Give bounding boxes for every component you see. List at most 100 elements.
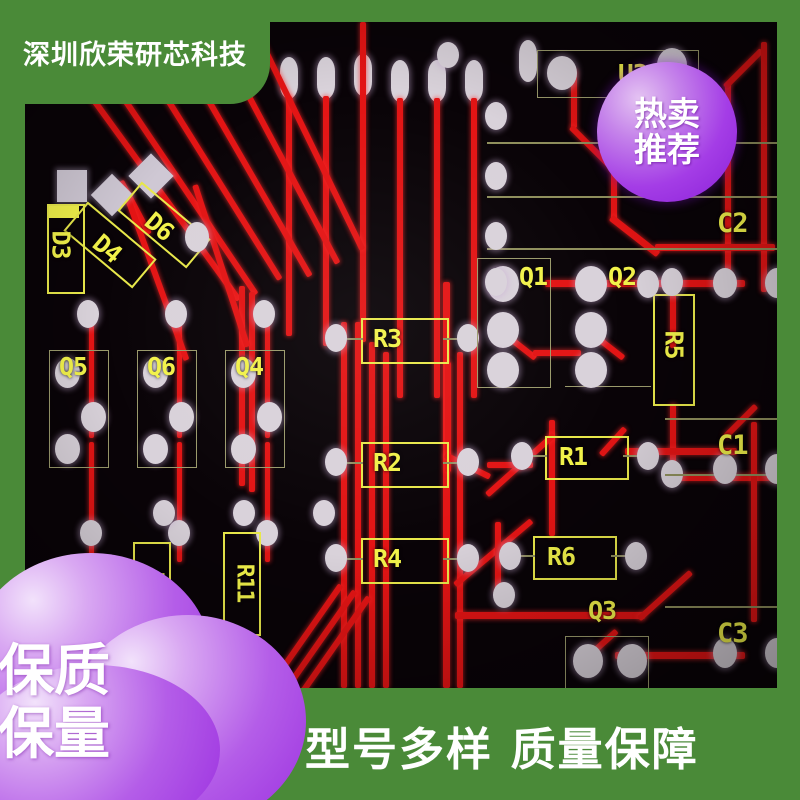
component-pad [575, 312, 607, 348]
pcb-trace [341, 322, 347, 688]
designator-c2: C2 [717, 208, 749, 239]
designator-r5: R5 [659, 330, 689, 359]
silkscreen-outline-q2 [565, 258, 651, 387]
silkscreen-lead [443, 462, 463, 464]
pcb-trace [323, 96, 329, 346]
silkscreen-lead [443, 338, 463, 340]
pcb-trace [434, 98, 440, 398]
frame-band-right [777, 0, 800, 800]
pcb-trace [265, 442, 270, 562]
pcb-trace [670, 404, 676, 480]
component-pad [143, 434, 168, 464]
silkscreen-outline-q5 [49, 350, 109, 468]
component-pad [81, 402, 106, 432]
component-pad [457, 448, 479, 476]
connector-pad [391, 60, 409, 102]
component-pad [185, 222, 209, 252]
pcb-trace [751, 422, 757, 622]
silkscreen-lead [343, 338, 363, 340]
hot-badge-line2: 推荐 [634, 130, 700, 169]
designator-r3: R3 [373, 324, 402, 353]
diode-band-d3 [49, 206, 79, 218]
component-pad [485, 222, 507, 250]
component-pad [169, 402, 194, 432]
silkscreen-lead [611, 555, 629, 557]
silkscreen-outline-r6 [533, 536, 617, 580]
designator-q5: Q5 [59, 352, 88, 381]
component-pad [165, 300, 187, 328]
component-pad [257, 402, 282, 432]
pcb-trace [725, 84, 731, 284]
silkscreen-outline-r2 [361, 442, 449, 488]
designator-q1: Q1 [519, 262, 548, 291]
silkscreen-lead [623, 455, 641, 457]
component-pad [493, 582, 515, 608]
component-pad [637, 442, 659, 470]
component-pad [325, 544, 347, 572]
pcb-trace [286, 96, 292, 336]
pcb-trace [471, 98, 477, 398]
connector-pad [317, 57, 335, 99]
slogan-text: 型号多样 质量保障 [305, 723, 699, 776]
pcb-trace [615, 652, 745, 659]
component-pad [713, 454, 737, 484]
quality-line1: 保质 [0, 639, 110, 704]
component-pad [511, 442, 533, 470]
component-pad [485, 162, 507, 190]
component-pad [55, 434, 80, 464]
component-pad [713, 638, 737, 668]
component-pad [765, 638, 777, 668]
pcb-trace [397, 98, 403, 398]
designator-c3: C3 [717, 618, 749, 649]
silkscreen-line-c3 [665, 606, 777, 608]
pcb-trace [360, 22, 366, 342]
pcb-trace [89, 318, 94, 438]
designator-q4: Q4 [235, 352, 264, 381]
designator-q2: Q2 [608, 262, 637, 291]
component-pad [256, 520, 278, 546]
component-pad [485, 102, 507, 130]
component-pad [625, 542, 647, 570]
silkscreen-lead [529, 455, 547, 457]
connector-pad [465, 60, 483, 102]
pcb-trace [89, 442, 94, 562]
pcb-trace [533, 350, 581, 356]
pcb-trace [636, 569, 694, 622]
pcb-trace [722, 48, 764, 90]
component-pad [153, 500, 175, 526]
silkscreen-outline-r4 [361, 538, 449, 584]
pcb-trace [177, 318, 182, 438]
designator-q3: Q3 [588, 596, 617, 625]
pcb-trace [571, 70, 577, 128]
component-pad [617, 644, 647, 678]
pcb-trace [192, 184, 251, 348]
component-pad [637, 270, 659, 298]
silkscreen-lead [517, 555, 535, 557]
silkscreen-lead [343, 558, 363, 560]
pcb-trace [249, 292, 255, 492]
designator-q6: Q6 [147, 352, 176, 381]
component-pad [765, 454, 777, 484]
silkscreen-outline-q4 [225, 350, 285, 468]
silkscreen-line-c2 [487, 196, 777, 198]
pcb-trace [761, 42, 767, 292]
hot-sale-badge[interactable]: 热卖 推荐 [597, 62, 737, 202]
component-pad [485, 268, 507, 296]
component-pad [143, 358, 168, 388]
component-pad [231, 434, 256, 464]
silkscreen-line-c2 [487, 248, 777, 250]
component-pad [437, 42, 459, 68]
pcb-trace [611, 166, 617, 220]
connector-pad [428, 60, 446, 102]
pcb-trace [625, 448, 737, 455]
component-pad [233, 500, 255, 526]
component-pad [661, 268, 683, 296]
pcb-trace [495, 522, 501, 592]
smd-pad [57, 170, 87, 202]
pcb-trace [443, 282, 450, 688]
component-pad [168, 520, 190, 546]
company-name-text: 深圳欣荣研芯科技 [23, 39, 247, 71]
silkscreen-lead [343, 462, 363, 464]
pcb-trace [655, 244, 775, 251]
pcb-trace [445, 362, 451, 472]
